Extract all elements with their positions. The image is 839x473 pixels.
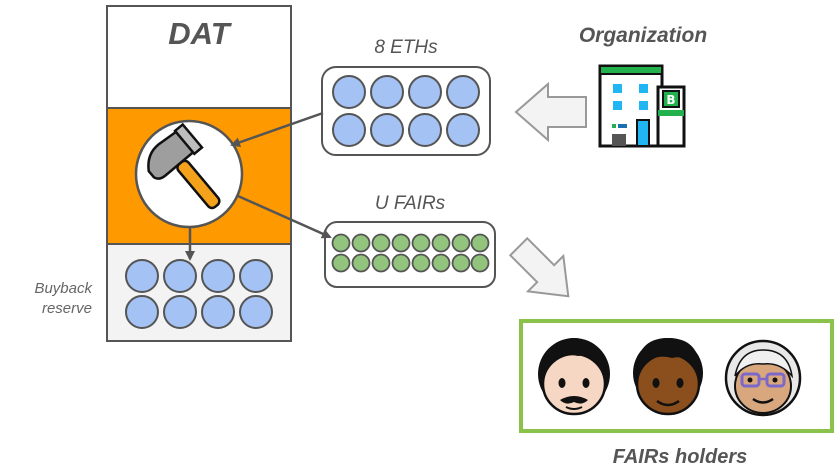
- buyback-reserve-label: Buyback reserve: [0, 279, 92, 319]
- flow-arrows: [185, 111, 332, 261]
- eth-group: [321, 66, 491, 156]
- fair-token: [391, 253, 411, 273]
- eth-coin: [370, 75, 404, 109]
- buyback-label-line1: Buyback: [34, 280, 92, 297]
- eth-coin: [201, 259, 235, 293]
- eth-coin: [332, 113, 366, 147]
- eth-coin: [239, 259, 273, 293]
- elderly-woman-face-icon: [724, 339, 802, 417]
- eth-coin: [125, 295, 159, 329]
- eth-coin: [201, 295, 235, 329]
- eth-group-label: 8 ETHs: [374, 37, 438, 58]
- fair-token: [411, 233, 431, 253]
- fair-token: [331, 233, 351, 253]
- fair-token: [431, 253, 451, 273]
- eth-coin: [408, 75, 442, 109]
- fair-token: [351, 253, 371, 273]
- fair-token: [371, 253, 391, 273]
- eth-coin: [125, 259, 159, 293]
- eth-coin: [408, 113, 442, 147]
- eth-coin: [370, 113, 404, 147]
- fair-token: [411, 253, 431, 273]
- mint-to-fair-arrow: [237, 194, 332, 239]
- fair-to-holders-big-arrow: [508, 236, 570, 298]
- organization-label: Organization: [578, 24, 708, 47]
- buyback-label-line2: reserve: [41, 300, 92, 317]
- hammer-icon: [134, 119, 244, 229]
- eth-coin: [332, 75, 366, 109]
- svg-text:B: B: [666, 93, 675, 107]
- dark-skin-person-face-icon: [633, 338, 703, 416]
- fair-token: [351, 233, 371, 253]
- fair-group-label: U FAIRs: [374, 193, 446, 214]
- eth-coin: [446, 113, 480, 147]
- fair-token: [431, 233, 451, 253]
- eth-coin: [239, 295, 273, 329]
- eth-to-mint-arrow: [230, 111, 324, 148]
- man-face-icon: [538, 338, 610, 416]
- holders-label: FAIRs holders: [612, 446, 748, 468]
- eth-coin: [163, 259, 197, 293]
- office-building-icon: B: [598, 64, 686, 148]
- eth-coin: [446, 75, 480, 109]
- fair-token: [371, 233, 391, 253]
- org-to-eth-big-arrow: [514, 81, 587, 143]
- fair-token: [470, 253, 490, 273]
- fair-token: [391, 233, 411, 253]
- fair-token: [451, 253, 471, 273]
- fair-token: [451, 233, 471, 253]
- fair-token: [331, 253, 351, 273]
- fair-token: [470, 233, 490, 253]
- fair-group: [324, 221, 496, 288]
- eth-coin: [163, 295, 197, 329]
- dat-title: DAT: [168, 16, 230, 51]
- buyback-coins: [125, 259, 273, 329]
